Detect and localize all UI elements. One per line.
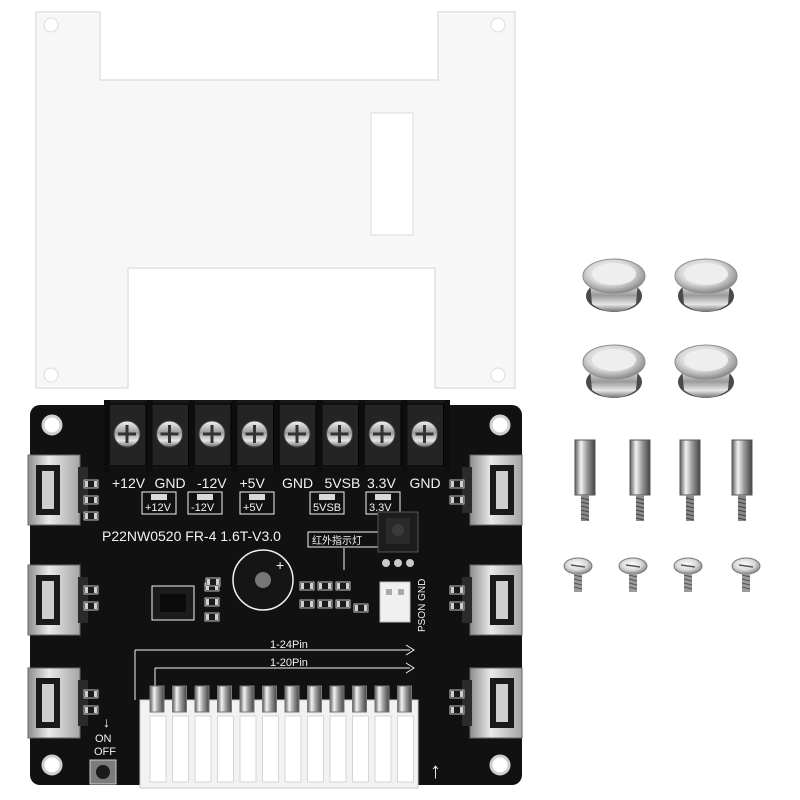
screw [563, 557, 593, 592]
smd-component [449, 585, 465, 595]
ir-label: 红外指示灯 [312, 534, 362, 547]
aluminum-knob [674, 344, 738, 398]
terminal-screw [368, 420, 396, 448]
terminal-screw [283, 420, 311, 448]
terminal-screw [156, 420, 183, 448]
aluminum-knob [674, 258, 738, 312]
pin-label-20: 1-20Pin [270, 657, 308, 669]
smd-component [83, 689, 99, 699]
pin-label-24: 1-24Pin [270, 639, 308, 651]
smd-component [449, 601, 465, 611]
smd-component [204, 612, 220, 622]
screw [673, 557, 703, 592]
smd-component [449, 689, 465, 699]
terminal-screw [241, 420, 268, 448]
usb-port [27, 454, 88, 526]
smd-component [205, 577, 221, 587]
acrylic-mount-hole [490, 367, 506, 383]
smd-component [449, 495, 465, 505]
aluminum-knob [582, 344, 646, 398]
smd-component [83, 601, 99, 611]
terminal-screw [411, 420, 438, 448]
ic-chip [151, 585, 195, 621]
usb-port [462, 564, 523, 636]
terminal-label: +5V [240, 475, 266, 491]
terminal-label: -12V [197, 475, 227, 491]
switch-on-label: ON [95, 733, 112, 745]
usb-port [27, 667, 88, 739]
smd-component [83, 495, 99, 505]
smd-component [335, 599, 351, 609]
screw [618, 557, 648, 592]
acrylic-mount-hole [43, 367, 59, 383]
pcb-mount-hole [489, 754, 511, 776]
acrylic-mount-hole [43, 17, 59, 33]
screw [731, 557, 761, 592]
usb-port [462, 667, 523, 739]
smd-component [83, 511, 99, 521]
svg-text:↓: ↓ [103, 714, 110, 730]
smd-component [317, 581, 333, 591]
terminal-label: GND [155, 475, 186, 491]
terminal-label: GND [410, 475, 441, 491]
smd-component [317, 599, 333, 609]
switch-off-label: OFF [94, 746, 116, 758]
acrylic-cutout [370, 112, 414, 236]
smd-component [83, 585, 99, 595]
hex-standoff [731, 439, 753, 521]
smd-component [299, 599, 315, 609]
smd-component [353, 603, 369, 613]
terminal-screw [326, 420, 353, 448]
pcb-mount-hole [41, 754, 63, 776]
smd-component [449, 479, 465, 489]
pcb-mount-hole [41, 414, 63, 436]
smd-component [449, 705, 465, 715]
led-indicator: 5VSB [309, 491, 345, 515]
hex-standoff [574, 439, 596, 521]
led-label: +5V [243, 502, 264, 514]
terminal-screw [113, 420, 141, 448]
smd-component [83, 705, 99, 715]
hex-standoff [679, 439, 701, 521]
ir-receiver: 红外指示灯 [307, 511, 419, 570]
buzzer: + [232, 549, 294, 611]
hex-standoff [629, 439, 651, 521]
smd-component [335, 581, 351, 591]
led-label: 5VSB [313, 502, 341, 514]
terminal-label: 3.3V [367, 475, 396, 491]
power-switch: ↓ ON OFF [89, 714, 117, 785]
direction-arrow: ↑ [430, 758, 441, 783]
smd-component [83, 479, 99, 489]
pcb-mount-hole [489, 414, 511, 436]
terminal-label: 5VSB [325, 475, 361, 491]
led-indicator: +12V [141, 491, 177, 515]
acrylic-mount-hole [490, 17, 506, 33]
led-indicator: 3.3V [365, 491, 401, 515]
smd-component [299, 581, 315, 591]
terminal-label: GND [282, 475, 313, 491]
led-indicator: -12V [187, 491, 223, 515]
terminal-label: +12V [112, 475, 146, 491]
led-label: +12V [145, 502, 172, 514]
terminal-block [104, 400, 450, 472]
model-text: P22NW0520 FR-4 1.6T-V3.0 [102, 528, 281, 544]
atx-24pin-connector [139, 685, 419, 789]
usb-port [27, 564, 88, 636]
aluminum-knob [582, 258, 646, 312]
led-label: 3.3V [369, 502, 392, 514]
acrylic-cover-plate [35, 11, 516, 389]
pson-header: PSON GND [379, 579, 428, 632]
terminal-screw [198, 420, 226, 448]
usb-port [462, 454, 523, 526]
led-indicator: +5V [239, 491, 275, 515]
svg-text:+: + [276, 557, 284, 573]
led-label: -12V [191, 502, 215, 514]
header-label: PSON GND [417, 579, 428, 632]
smd-component [204, 597, 220, 607]
